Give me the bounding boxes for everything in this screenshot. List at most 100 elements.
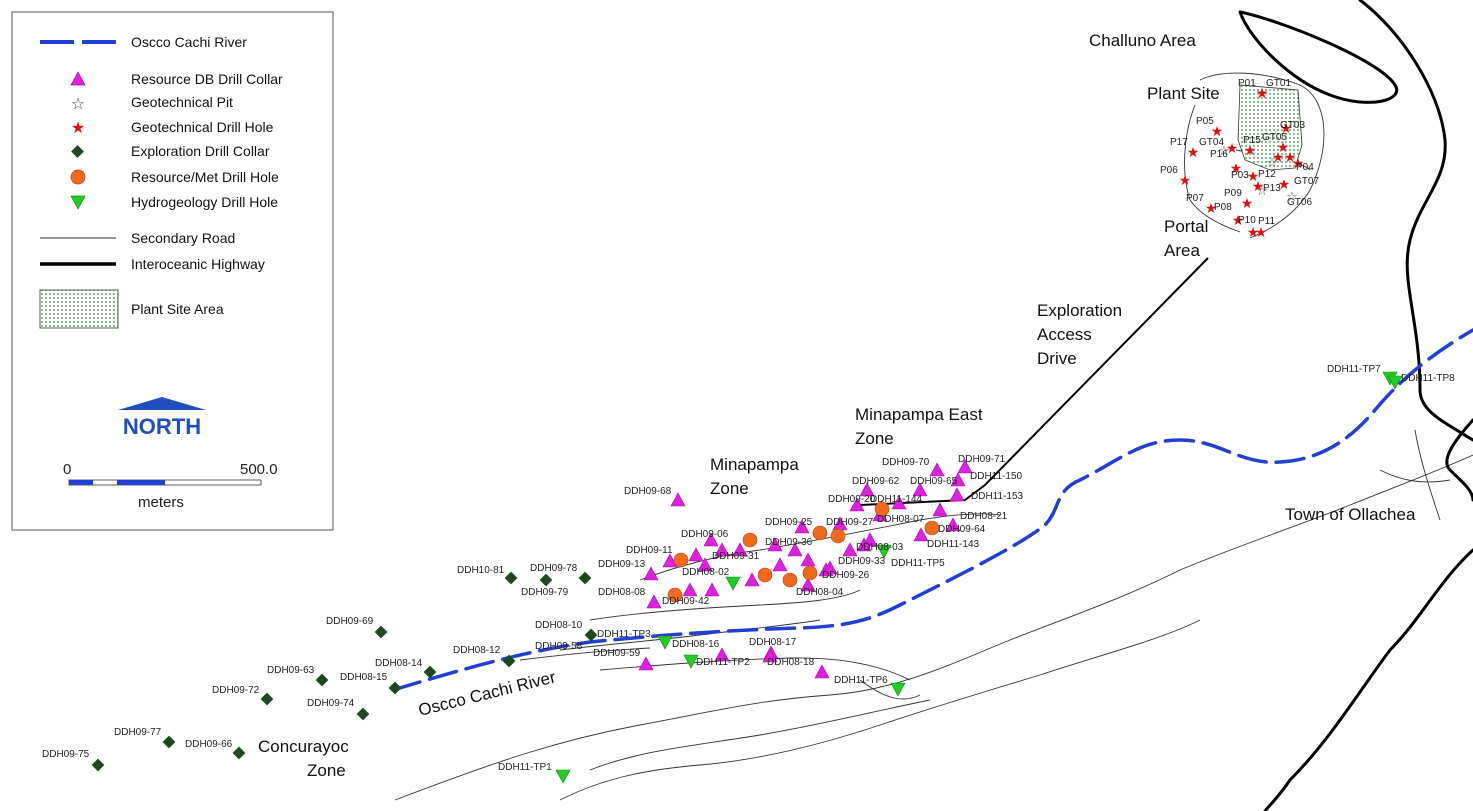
exploration-drill-collar[interactable]	[578, 571, 592, 585]
geotechnical-pit[interactable]: ☆	[1256, 184, 1268, 199]
exploration-drill-collar[interactable]	[356, 707, 370, 721]
resource-met-drill-hole[interactable]	[782, 572, 798, 588]
resource-met-drill-hole[interactable]	[673, 552, 689, 568]
geotechnical-drill-hole[interactable]: ★	[1280, 121, 1293, 137]
exploration-drill-collar[interactable]	[504, 571, 518, 585]
geotechnical-drill-hole[interactable]: ★	[1272, 150, 1285, 166]
geotechnical-drill-hole[interactable]: ★	[1244, 143, 1257, 159]
hydrogeology-drill-hole[interactable]	[876, 544, 892, 559]
resource-db-drill-collar[interactable]	[912, 482, 928, 497]
resource-db-drill-collar[interactable]	[688, 547, 704, 562]
geotechnical-pit[interactable]: ☆	[1266, 156, 1278, 171]
exploration-access-label-line3: Drive	[1037, 349, 1077, 368]
resource-db-drill-collar[interactable]	[732, 542, 748, 557]
exploration-drill-collar[interactable]	[91, 758, 105, 772]
geotechnical-drill-hole[interactable]: ★	[1211, 124, 1224, 140]
resource-db-drill-collar[interactable]	[957, 459, 973, 474]
exploration-drill-collar[interactable]	[232, 746, 246, 760]
exploration-drill-collar[interactable]	[260, 692, 274, 706]
resource-met-drill-hole[interactable]	[812, 525, 828, 541]
explor-label: DDH08-10	[535, 620, 583, 631]
resource-met-drill-hole[interactable]	[667, 587, 683, 603]
geotechnical-pit[interactable]: ☆	[1218, 144, 1230, 159]
geotechnical-drill-hole[interactable]: ★	[1179, 173, 1192, 189]
resource-db-drill-collar[interactable]	[643, 566, 659, 581]
resource-met-drill-hole[interactable]	[757, 567, 773, 583]
geotechnical-drill-hole[interactable]: ★	[1226, 141, 1239, 157]
resource-db-drill-collar[interactable]	[662, 553, 678, 568]
resource-db-drill-collar[interactable]	[714, 542, 730, 557]
geotechnical-drill-hole[interactable]: ★	[1277, 140, 1290, 156]
resource-db-drill-collar[interactable]	[762, 648, 778, 663]
north-arrow: NORTH	[118, 397, 206, 439]
geotechnical-drill-hole[interactable]: ★	[1230, 161, 1243, 177]
hydrogeology-drill-hole[interactable]	[1387, 375, 1403, 390]
hydrogeology-drill-hole[interactable]	[725, 576, 741, 591]
geotechnical-drill-hole[interactable]: ★	[1292, 156, 1305, 172]
resource-label: DDH09-27	[826, 517, 874, 528]
resource-db-drill-collar[interactable]	[842, 542, 858, 557]
geotechnical-drill-hole[interactable]: ★	[1255, 225, 1268, 241]
resource-db-drill-collar[interactable]	[859, 482, 875, 497]
geotechnical-drill-hole[interactable]: ★	[1252, 179, 1265, 195]
resource-db-drill-collar[interactable]	[800, 552, 816, 567]
legend-explor-symbol	[71, 145, 84, 158]
resource-db-drill-collar[interactable]	[913, 527, 929, 542]
resource-db-drill-collar[interactable]	[772, 557, 788, 572]
hydrogeology-drill-hole[interactable]	[683, 654, 699, 669]
resource-db-drill-collar[interactable]	[697, 557, 713, 572]
geotechnical-drill-hole[interactable]: ★	[1247, 169, 1260, 185]
resource-db-drill-collar[interactable]	[862, 532, 878, 547]
resource-db-drill-collar[interactable]	[787, 542, 803, 557]
exploration-drill-collar[interactable]	[315, 673, 329, 687]
resource-db-drill-collar[interactable]	[767, 537, 783, 552]
resource-db-drill-collar[interactable]	[822, 560, 838, 575]
resource-met-drill-hole[interactable]	[924, 520, 940, 536]
resource-db-drill-collar[interactable]	[950, 472, 966, 487]
resource-db-drill-collar[interactable]	[849, 497, 865, 512]
geotechnical-drill-hole[interactable]: ★	[1284, 150, 1297, 166]
resource-met-drill-hole[interactable]	[742, 532, 758, 548]
resource-db-drill-collar[interactable]	[703, 532, 719, 547]
resource-met-drill-hole[interactable]	[802, 565, 818, 581]
geotechnical-drill-hole[interactable]: ★	[1256, 86, 1269, 102]
minapampa-zone-label-line1: Minapampa	[710, 455, 799, 474]
geotechnical-drill-hole[interactable]: ★	[1278, 177, 1291, 193]
exploration-drill-collar[interactable]	[162, 735, 176, 749]
exploration-drill-collar[interactable]	[539, 573, 553, 587]
resource-db-drill-collar[interactable]	[945, 517, 961, 532]
resource-db-drill-collar[interactable]	[929, 462, 945, 477]
concurayoc-zone-label-line2: Zone	[307, 761, 346, 780]
resource-db-drill-collar[interactable]	[891, 495, 907, 510]
hydrogeology-drill-hole[interactable]	[890, 682, 906, 697]
geotechnical-drill-hole[interactable]: ★	[1241, 196, 1254, 212]
resource-db-drill-collar[interactable]	[932, 502, 948, 517]
resource-db-drill-collar[interactable]	[814, 664, 830, 679]
resource-db-drill-collar[interactable]	[646, 594, 662, 609]
exploration-drill-collar[interactable]	[584, 628, 598, 642]
resource-db-drill-collar[interactable]	[744, 572, 760, 587]
resource-db-drill-collar[interactable]	[638, 656, 654, 671]
resource-met-drill-hole[interactable]	[830, 528, 846, 544]
hydro-label: DDH11-TP5	[891, 558, 945, 569]
geotech-label: P09	[1224, 188, 1242, 199]
exploration-drill-collar[interactable]	[374, 625, 388, 639]
resource-met-drill-hole[interactable]	[874, 501, 890, 517]
hydrogeology-drill-hole[interactable]	[555, 769, 571, 784]
geotechnical-drill-hole[interactable]: ★	[1247, 225, 1260, 241]
resource-db-drill-collar[interactable]	[714, 647, 730, 662]
geotechnical-drill-hole[interactable]: ★	[1256, 86, 1269, 102]
geotechnical-drill-hole[interactable]: ★	[1205, 201, 1218, 217]
geotechnical-drill-hole[interactable]: ★	[1232, 213, 1245, 229]
resource-db-drill-collar[interactable]	[682, 582, 698, 597]
resource-db-drill-collar[interactable]	[949, 487, 965, 502]
geotechnical-pit[interactable]: ☆	[1286, 190, 1298, 205]
resource-db-drill-collar[interactable]	[800, 577, 816, 592]
resource-db-drill-collar[interactable]	[670, 492, 686, 507]
resource-db-drill-collar[interactable]	[704, 582, 720, 597]
exploration-drill-collar[interactable]	[388, 681, 402, 695]
geotechnical-drill-hole[interactable]: ★	[1187, 145, 1200, 161]
resource-db-drill-collar[interactable]	[794, 519, 810, 534]
hydrogeology-drill-hole[interactable]	[657, 635, 673, 650]
